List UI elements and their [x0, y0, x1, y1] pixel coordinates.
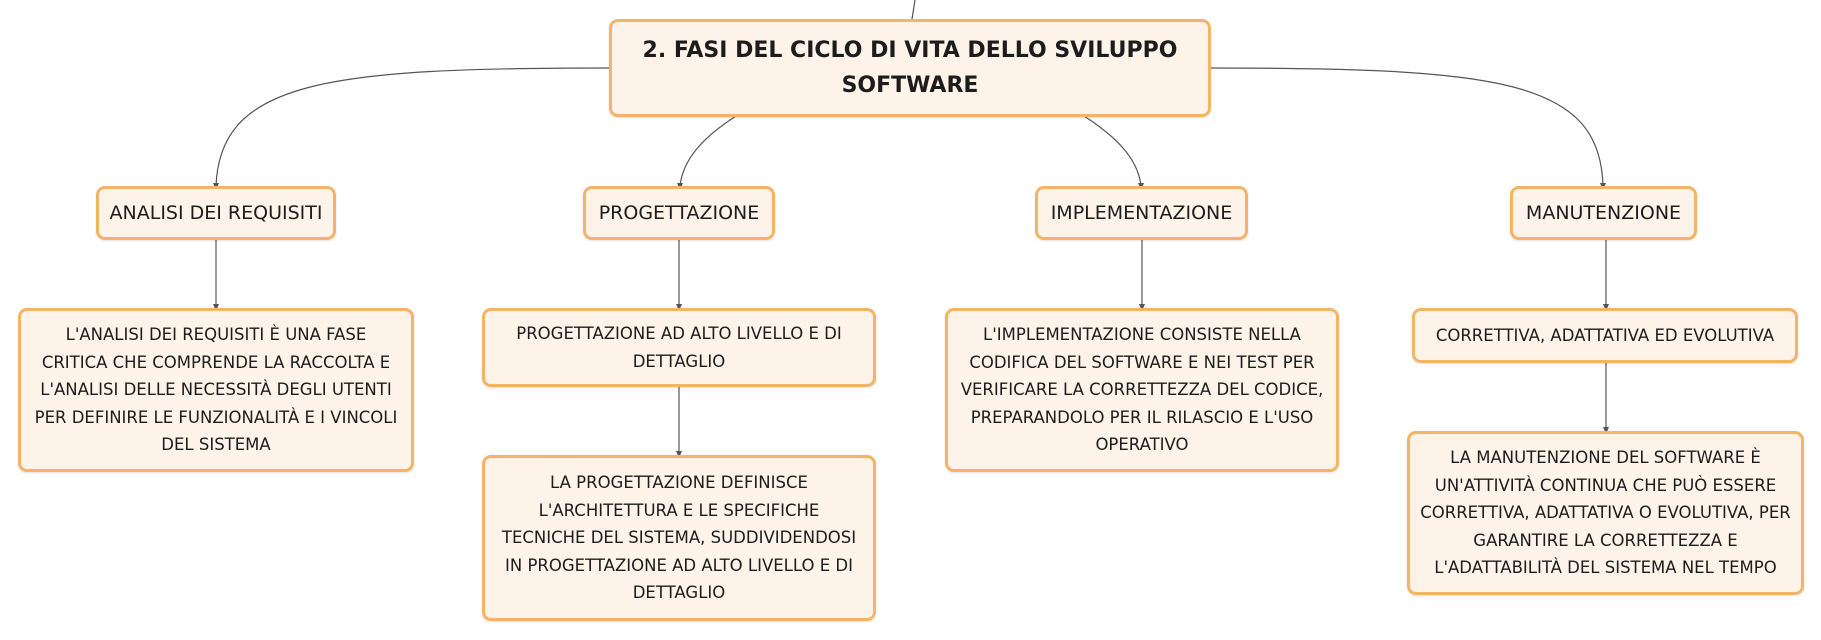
detail-node-progettazione-description[interactable]: LA PROGETTAZIONE DEFINISCE L'ARCHITETTUR… [482, 455, 876, 621]
phase-node-manutenzione[interactable]: MANUTENZIONE [1510, 186, 1697, 240]
phase-node-progettazione[interactable]: PROGETTAZIONE [583, 186, 775, 240]
phase-label: ANALISI DEI REQUISITI [109, 202, 323, 224]
connector-root-to-analisi [215, 67, 610, 187]
detail-text: PROGETTAZIONE AD ALTO LIVELLO E DI DETTA… [516, 324, 842, 371]
detail-node-progettazione-summary[interactable]: PROGETTAZIONE AD ALTO LIVELLO E DI DETTA… [482, 308, 876, 387]
root-title: 2. FASI DEL CICLO DI VITA DELLO SVILUPPO… [642, 38, 1178, 98]
phase-label: PROGETTAZIONE [598, 202, 760, 224]
connector-root-to-implementazione [1083, 115, 1142, 187]
phase-node-implementazione[interactable]: IMPLEMENTAZIONE [1035, 186, 1248, 240]
connector-parent-to-root [911, 0, 916, 20]
detail-text: L'ANALISI DEI REQUISITI È UNA FASE CRITI… [34, 325, 398, 455]
detail-node-manutenzione-description[interactable]: LA MANUTENZIONE DEL SOFTWARE È UN'ATTIVI… [1407, 431, 1804, 595]
phase-label: MANUTENZIONE [1525, 202, 1682, 224]
phase-node-analisi-dei-requisiti[interactable]: ANALISI DEI REQUISITI [96, 186, 336, 240]
root-node[interactable]: 2. FASI DEL CICLO DI VITA DELLO SVILUPPO… [609, 19, 1211, 117]
detail-node-analisi[interactable]: L'ANALISI DEI REQUISITI È UNA FASE CRITI… [18, 308, 414, 472]
detail-text: L'IMPLEMENTAZIONE CONSISTE NELLA CODIFIC… [960, 325, 1324, 455]
phase-label: IMPLEMENTAZIONE [1050, 202, 1233, 224]
detail-node-manutenzione-summary[interactable]: CORRETTIVA, ADATTATIVA ED EVOLUTIVA [1412, 308, 1798, 363]
detail-text: LA PROGETTAZIONE DEFINISCE L'ARCHITETTUR… [501, 473, 857, 603]
connector-root-to-manutenzione [1209, 67, 1604, 187]
connector-root-to-progettazione [679, 115, 737, 187]
detail-node-implementazione[interactable]: L'IMPLEMENTAZIONE CONSISTE NELLA CODIFIC… [945, 308, 1339, 472]
detail-text: LA MANUTENZIONE DEL SOFTWARE È UN'ATTIVI… [1420, 448, 1791, 578]
detail-text: CORRETTIVA, ADATTATIVA ED EVOLUTIVA [1435, 326, 1775, 345]
